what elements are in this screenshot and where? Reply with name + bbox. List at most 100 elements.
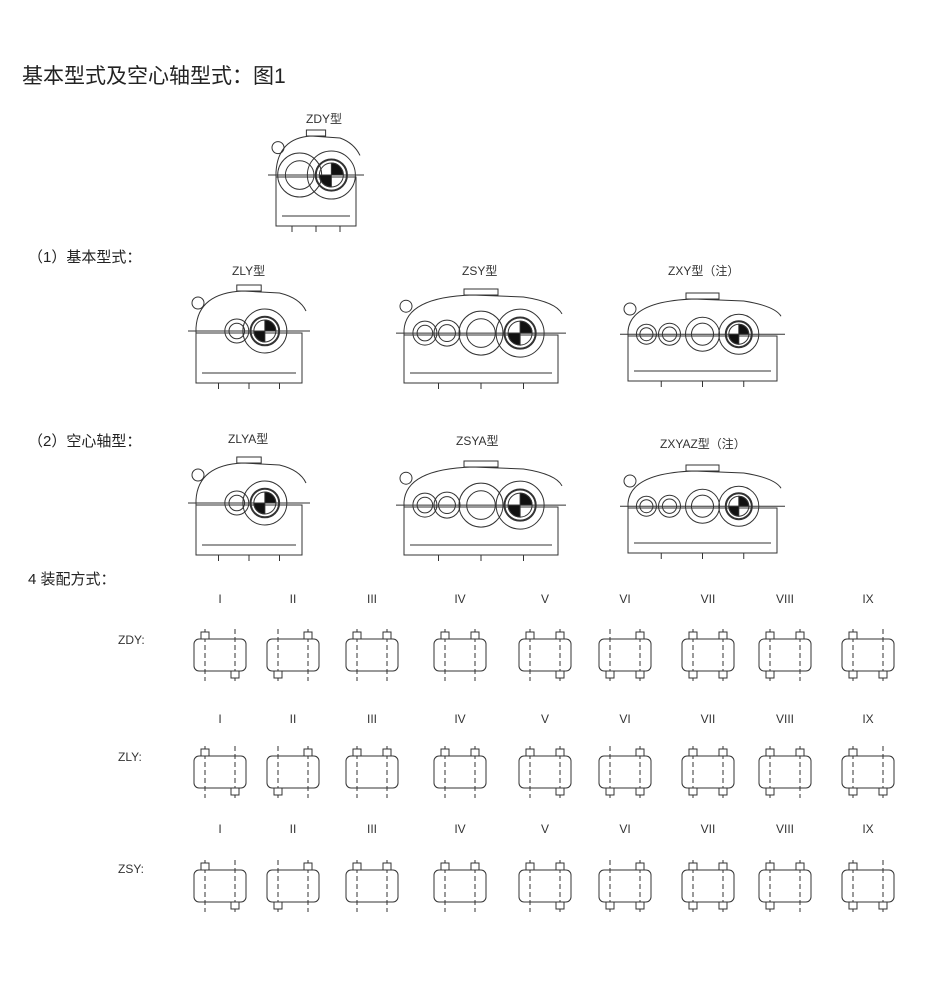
gearbox-outline xyxy=(518,755,572,789)
shaft-stub xyxy=(718,631,728,640)
assembly-column-label: IX xyxy=(862,712,874,726)
assembly-diagram xyxy=(841,860,895,912)
gear-circle xyxy=(718,485,760,527)
gearbox-outline xyxy=(266,638,320,672)
assembly-column-label: IV xyxy=(454,592,466,606)
gearbox-outline xyxy=(681,869,735,903)
assembly-row-label: ZDY: xyxy=(118,633,145,647)
gearbox-outline xyxy=(193,755,247,789)
gearbox-outline xyxy=(345,869,399,903)
assembly-diagram xyxy=(841,629,895,681)
assembly-diagram xyxy=(345,746,399,798)
housing-base xyxy=(403,506,559,556)
shaft-stub xyxy=(470,748,480,757)
shaft-stub xyxy=(688,631,698,640)
assembly-row-label: ZLY: xyxy=(118,750,142,764)
shaft-stub xyxy=(605,901,615,910)
assembly-column-label: III xyxy=(366,712,378,726)
assembly-diagram xyxy=(598,860,652,912)
assembly-diagram xyxy=(193,629,247,681)
shaft-stub xyxy=(230,787,240,796)
assembly-column-label: VII xyxy=(700,592,716,606)
gearbox-outline xyxy=(433,755,487,789)
zlya-caption: ZLYA型 xyxy=(228,432,269,446)
shaft-stub xyxy=(273,670,283,679)
shaft-stub xyxy=(525,631,535,640)
assembly-diagram xyxy=(345,629,399,681)
gear-hub xyxy=(314,158,348,192)
inspection-cover xyxy=(305,129,327,137)
shaft-stub xyxy=(718,670,728,679)
shaft-circle xyxy=(318,162,344,188)
gear-hub xyxy=(228,494,246,512)
assembly-diagram xyxy=(433,860,487,912)
lifting-lug xyxy=(623,302,637,316)
housing-outline xyxy=(403,294,563,383)
gearbox-outline xyxy=(518,869,572,903)
shaft-stub xyxy=(688,862,698,871)
shaft-stub xyxy=(200,748,210,757)
shaft-stub xyxy=(303,748,313,757)
housing-base xyxy=(627,507,778,554)
zlya-drawing xyxy=(188,456,310,561)
gear-circle xyxy=(458,482,504,528)
zdy-caption: ZDY型 xyxy=(306,112,343,126)
assembly-column-label: II xyxy=(289,822,297,836)
lifting-lug xyxy=(191,296,205,310)
gearbox-outline xyxy=(193,638,247,672)
shaft-stub xyxy=(765,670,775,679)
assembly-diagram xyxy=(266,746,320,798)
gear-hub xyxy=(416,496,434,514)
shaft-stub xyxy=(765,631,775,640)
shaft-stub xyxy=(525,748,535,757)
gear-hub xyxy=(639,327,654,342)
gear-hub xyxy=(249,315,281,347)
shaft-stub xyxy=(635,862,645,871)
shaft-stub xyxy=(555,670,565,679)
gearbox-outline xyxy=(681,755,735,789)
shaft-stub xyxy=(303,631,313,640)
shaft-stub xyxy=(470,631,480,640)
shaft-stub xyxy=(848,787,858,796)
assembly-diagram xyxy=(345,860,399,912)
gear-circle xyxy=(685,316,720,352)
assembly-column-label: VIII xyxy=(775,712,795,726)
zsy-caption: ZSY型 xyxy=(462,264,498,278)
shaft-stub xyxy=(273,787,283,796)
shaft-stub xyxy=(878,901,888,910)
gear-circle xyxy=(658,322,681,346)
zxy-caption: ZXY型（注） xyxy=(668,264,740,278)
assembly-column-label: VI xyxy=(619,822,631,836)
shaft-stub xyxy=(688,901,698,910)
gear-circle xyxy=(718,313,760,355)
shaft-stub xyxy=(635,901,645,910)
section-hollow-heading: （2）空心轴型： xyxy=(28,433,142,450)
gearbox-outline xyxy=(758,869,812,903)
assembly-row-label: ZSY: xyxy=(118,862,145,876)
gearbox-outline xyxy=(841,638,895,672)
gear-circle xyxy=(242,480,288,526)
gear-hub xyxy=(249,487,281,519)
shaft-stub xyxy=(688,787,698,796)
assembly-column-label: III xyxy=(366,822,378,836)
assembly-column-label: IX xyxy=(862,822,874,836)
shaft-stub xyxy=(605,787,615,796)
gear-hub xyxy=(503,316,537,350)
shaft-stub xyxy=(273,901,283,910)
inspection-cover xyxy=(236,456,262,464)
shaft-stub xyxy=(765,787,775,796)
shaft-stub xyxy=(795,631,805,640)
assembly-column-label: I xyxy=(218,592,222,606)
gear-hub xyxy=(724,320,753,349)
zxy-drawing xyxy=(620,292,785,387)
gearbox-outline xyxy=(841,869,895,903)
gearbox-outline xyxy=(758,638,812,672)
shaft-stub xyxy=(688,748,698,757)
shaft-circle xyxy=(507,320,533,346)
gearbox-outline xyxy=(758,755,812,789)
page-title: 基本型式及空心轴型式：图1 xyxy=(22,65,286,88)
assembly-diagram xyxy=(598,746,652,798)
shaft-circle xyxy=(507,492,533,518)
shaft-stub xyxy=(352,748,362,757)
